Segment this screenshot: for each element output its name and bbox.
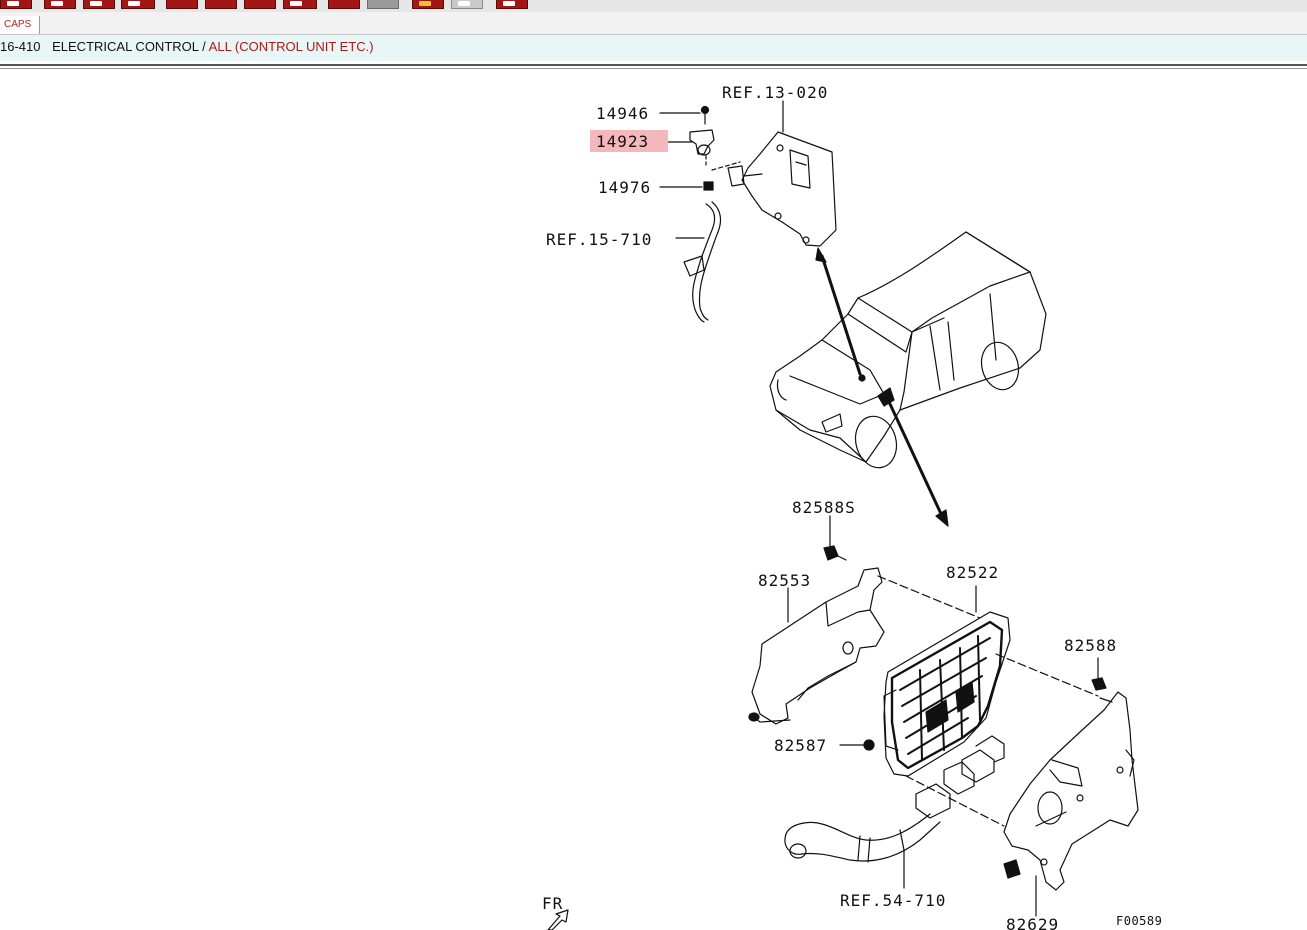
toolbar: [0, 0, 1307, 13]
part-82629[interactable]: [1003, 691, 1139, 917]
divider: [0, 68, 1307, 69]
tab-bar: CAPS: [0, 12, 1307, 35]
part-14976[interactable]: [659, 181, 714, 191]
breadcrumb-separator: /: [202, 39, 206, 54]
label-ref-13-020[interactable]: REF.13-020: [722, 83, 828, 102]
toolbar-button-6[interactable]: [205, 0, 237, 9]
part-82553[interactable]: [748, 567, 885, 725]
part-14946[interactable]: [659, 105, 710, 125]
breadcrumb-selection[interactable]: ALL (CONTROL UNIT ETC.): [208, 39, 374, 54]
part-82522-ecu[interactable]: [883, 585, 1011, 777]
front-direction-arrow: [547, 909, 569, 930]
toolbar-button-3[interactable]: [83, 0, 115, 9]
tab-caps[interactable]: CAPS: [0, 16, 41, 34]
toolbar-button-2[interactable]: [44, 0, 76, 9]
label-14946[interactable]: 14946: [596, 104, 649, 123]
print-icon: [51, 1, 63, 6]
dashed-guide: [905, 775, 1005, 827]
part-82588[interactable]: [1091, 657, 1107, 691]
edit-icon: [128, 1, 140, 6]
divider: [0, 64, 1307, 66]
gear-icon: [458, 1, 470, 6]
highlight-14923: [590, 130, 668, 152]
dashed-guide: [995, 653, 1099, 697]
ecu-connectors: [915, 735, 1005, 819]
toolbar-button-1[interactable]: [0, 0, 32, 9]
toolbar-button-11[interactable]: [412, 0, 444, 9]
exit-icon: [503, 1, 515, 6]
parts-diagram: REF.13-020 14946 14923 14976 REF.15-710 …: [542, 83, 1162, 930]
figure-id: F00589: [1116, 914, 1162, 928]
toolbar-button-8[interactable]: [283, 0, 317, 9]
toolbar-button-7[interactable]: [244, 0, 276, 9]
hose-ref-15-710[interactable]: [675, 201, 722, 323]
label-14923[interactable]: 14923: [596, 132, 649, 151]
toolbar-button-13[interactable]: [496, 0, 528, 9]
folder-icon: [419, 1, 431, 6]
breadcrumb-code: 16-410: [0, 39, 41, 54]
label-82553[interactable]: 82553: [758, 571, 811, 590]
label-ref-15-710[interactable]: REF.15-710: [546, 230, 652, 249]
toolbar-button-10[interactable]: [367, 0, 399, 9]
label-14976[interactable]: 14976: [598, 178, 651, 197]
vehicle-illustration: [769, 231, 1047, 469]
dashed-guide: [877, 575, 981, 619]
label-82588[interactable]: 82588: [1064, 636, 1117, 655]
copy-icon: [90, 1, 102, 6]
toolbar-button-4[interactable]: [121, 0, 155, 9]
upper-bracket[interactable]: [727, 131, 837, 247]
breadcrumb-group[interactable]: ELECTRICAL CONTROL: [52, 39, 199, 54]
part-14923[interactable]: [667, 129, 741, 171]
label-82522[interactable]: 82522: [946, 563, 999, 582]
harness-ref-54-710[interactable]: [784, 813, 941, 889]
toolbar-button-12[interactable]: [451, 0, 483, 9]
label-82629[interactable]: 82629: [1006, 915, 1059, 930]
label-82587[interactable]: 82587: [774, 736, 827, 755]
grid-icon: [290, 1, 302, 6]
arrow-to-ecu: [888, 402, 949, 527]
breadcrumb: 16-410 ELECTRICAL CONTROL / ALL (CONTROL…: [0, 35, 1307, 61]
part-82587[interactable]: [839, 739, 875, 751]
label-82588s[interactable]: 82588S: [792, 498, 856, 517]
document-icon: [7, 1, 19, 6]
toolbar-button-5[interactable]: [166, 0, 198, 9]
label-fr: FR: [542, 894, 563, 913]
arrow-to-upper-bracket: [815, 247, 862, 376]
toolbar-button-9[interactable]: [328, 0, 360, 9]
label-ref-54-710[interactable]: REF.54-710: [840, 891, 946, 910]
part-82588s[interactable]: [823, 515, 847, 561]
